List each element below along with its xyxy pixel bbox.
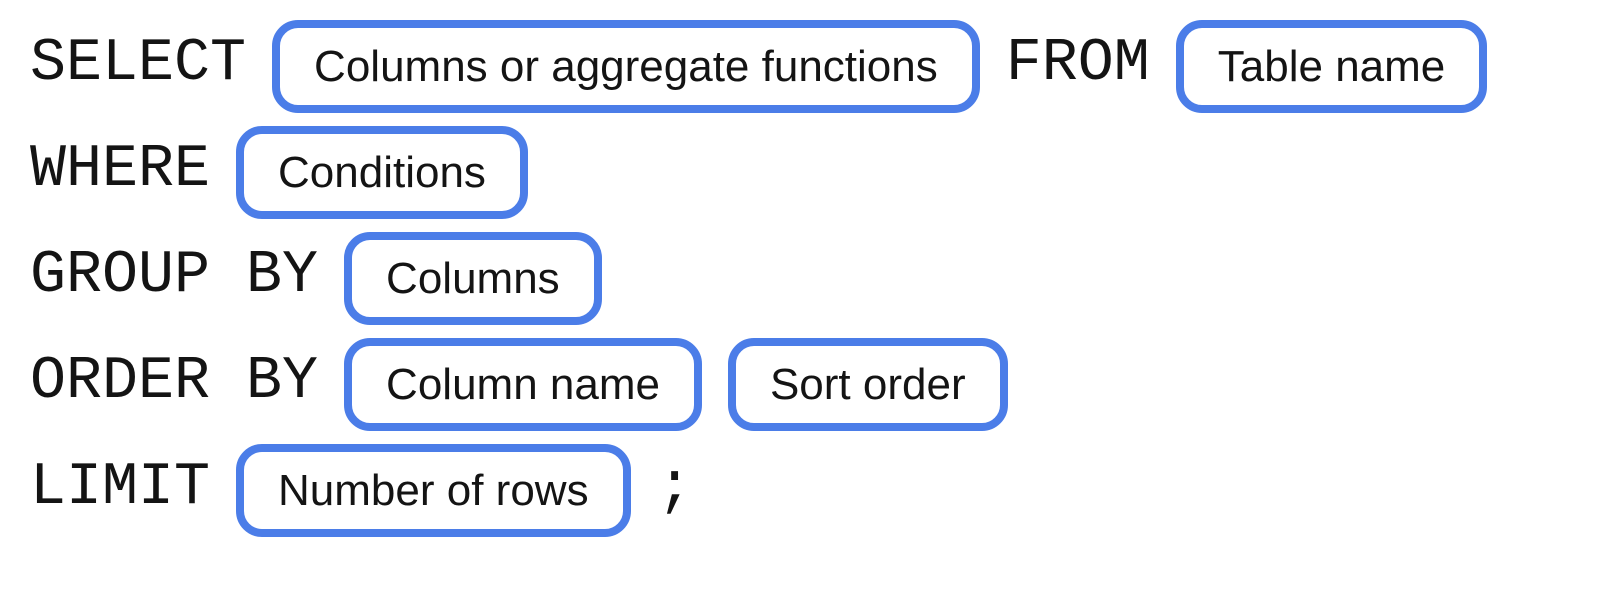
placeholder-column-name: Column name <box>344 338 702 431</box>
syntax-row-limit: LIMIT Number of rows ; <box>30 444 1600 537</box>
sql-keyword-order-by: ORDER BY <box>30 347 319 416</box>
placeholder-columns-or-aggregate-functions: Columns or aggregate functions <box>272 20 980 113</box>
placeholder-columns: Columns <box>344 232 602 325</box>
sql-keyword-limit: LIMIT <box>30 453 211 522</box>
sql-semicolon: ; <box>656 453 693 522</box>
placeholder-sort-order: Sort order <box>727 338 1008 431</box>
syntax-row-group-by: GROUP BY Columns <box>30 232 1600 325</box>
sql-keyword-group-by: GROUP BY <box>30 241 319 310</box>
syntax-row-order-by: ORDER BY Column name Sort order <box>30 338 1600 431</box>
placeholder-number-of-rows: Number of rows <box>236 444 631 537</box>
sql-keyword-from: FROM <box>1005 29 1150 98</box>
sql-keyword-select: SELECT <box>30 29 247 98</box>
placeholder-table-name: Table name <box>1175 20 1488 113</box>
sql-keyword-where: WHERE <box>30 135 211 204</box>
placeholder-conditions: Conditions <box>236 126 528 219</box>
syntax-row-select: SELECT Columns or aggregate functions FR… <box>30 20 1600 113</box>
syntax-row-where: WHERE Conditions <box>30 126 1600 219</box>
